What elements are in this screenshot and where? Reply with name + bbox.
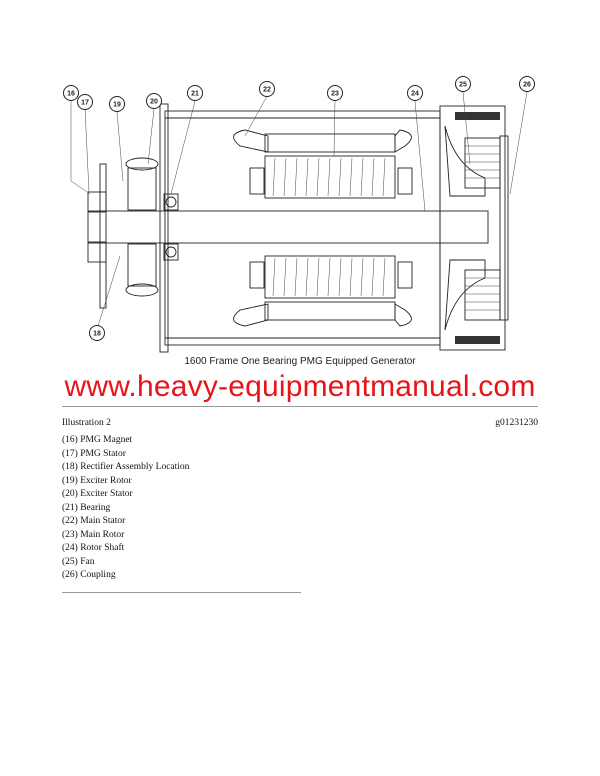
callout-24: 24 bbox=[407, 85, 423, 101]
legend-item: (24) Rotor Shaft bbox=[62, 543, 125, 553]
callout-23: 23 bbox=[327, 85, 343, 101]
svg-text:21: 21 bbox=[191, 91, 199, 98]
svg-text:17: 17 bbox=[81, 100, 89, 107]
svg-text:25: 25 bbox=[459, 82, 467, 89]
legend-item: (23) Main Rotor bbox=[62, 529, 125, 540]
svg-text:23: 23 bbox=[331, 91, 339, 98]
legend-item: (18) Rectifier Assembly Location bbox=[62, 462, 190, 472]
watermark-link[interactable]: www.heavy-equipmentmanual.com bbox=[64, 370, 536, 403]
legend-item: (22) Main Stator bbox=[62, 516, 126, 526]
callout-19: 19 bbox=[109, 96, 125, 112]
callout-25: 25 bbox=[455, 76, 471, 92]
divider-top bbox=[62, 406, 538, 407]
callout-26: 26 bbox=[519, 76, 535, 92]
illustration-id: g01231230 bbox=[495, 418, 538, 428]
svg-text:19: 19 bbox=[113, 102, 121, 109]
svg-text:16: 16 bbox=[67, 91, 75, 98]
svg-text:20: 20 bbox=[150, 99, 158, 106]
svg-text:24: 24 bbox=[411, 91, 419, 98]
callout-22: 22 bbox=[259, 81, 275, 97]
legend-item: (21) Bearing bbox=[62, 502, 111, 513]
callout-21: 21 bbox=[187, 85, 203, 101]
divider-bottom bbox=[62, 592, 301, 593]
figure-caption: 1600 Frame One Bearing PMG Equipped Gene… bbox=[184, 356, 416, 367]
legend-item: (26) Coupling bbox=[62, 570, 116, 580]
legend-item: (20) Exciter Stator bbox=[62, 489, 133, 499]
legend-item: (16) PMG Magnet bbox=[62, 435, 133, 445]
callout-18: 18 bbox=[89, 325, 105, 341]
svg-text:22: 22 bbox=[263, 87, 271, 94]
callout-16: 16 bbox=[63, 85, 79, 101]
legend-item: (25) Fan bbox=[62, 556, 95, 567]
callout-20: 20 bbox=[146, 93, 162, 109]
legend-item: (17) PMG Stator bbox=[62, 448, 126, 459]
legend-item: (19) Exciter Rotor bbox=[62, 475, 132, 486]
parts-legend: (16) PMG Magnet (17) PMG Stator (18) Rec… bbox=[62, 434, 189, 583]
generator-cross-section-drawing: 16 17 19 20 21 22 23 24 25 26 18 bbox=[60, 66, 550, 372]
svg-text:26: 26 bbox=[523, 82, 531, 89]
callout-17: 17 bbox=[77, 94, 93, 110]
illustration-label: Illustration 2 bbox=[62, 418, 111, 428]
svg-text:18: 18 bbox=[93, 331, 101, 338]
